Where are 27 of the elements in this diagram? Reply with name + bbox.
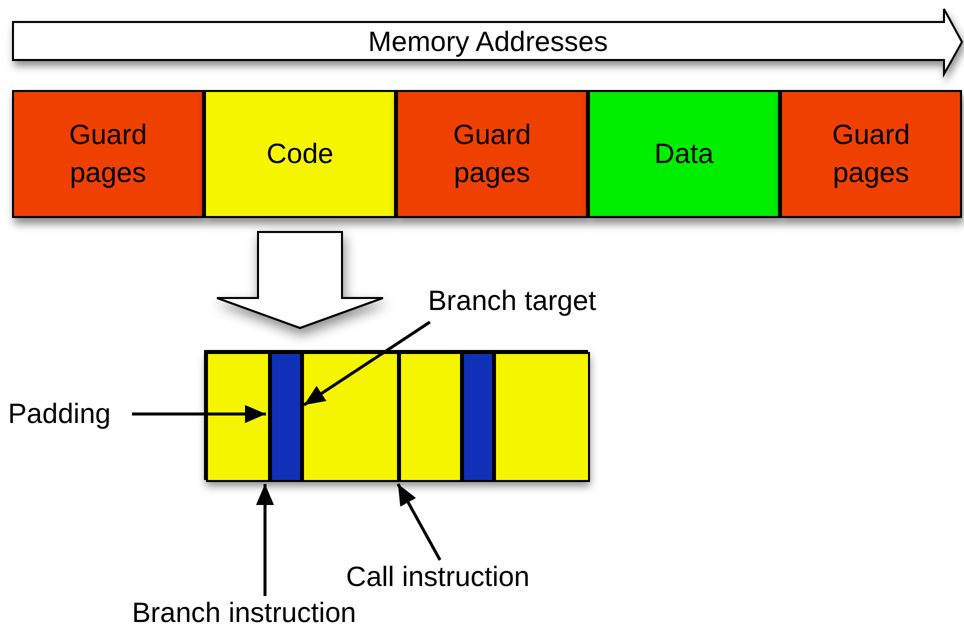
region-label: Guard pages: [831, 118, 911, 190]
code-segment: [399, 352, 462, 482]
memory-region: [396, 90, 588, 218]
leader-line: [396, 483, 442, 561]
block-arrow: [216, 231, 384, 330]
leader-line: [256, 484, 274, 596]
memory-region: [780, 90, 962, 218]
padding-band: [462, 352, 494, 482]
code-segment: [206, 352, 270, 482]
callout-label: Call instruction: [346, 558, 561, 596]
region-label: Guard pages: [452, 118, 532, 190]
memory-region: [204, 90, 396, 218]
code-block: [204, 350, 588, 480]
leader-line: [132, 405, 266, 423]
callout-label: Padding: [8, 396, 132, 432]
leader-line: [303, 320, 431, 406]
padding-band: [270, 352, 302, 482]
region-label: Guard pages: [68, 118, 148, 190]
callout-label: Branch target: [428, 283, 628, 319]
region-label: Code: [266, 137, 334, 171]
code-segment: [302, 352, 399, 482]
memory-region: [12, 90, 204, 218]
code-segment: [494, 352, 590, 482]
memory-region: [588, 90, 780, 218]
arrow-label: Memory Addresses: [368, 25, 608, 59]
region-label: Data: [654, 137, 714, 171]
callout-label: Branch instruction: [132, 596, 398, 628]
